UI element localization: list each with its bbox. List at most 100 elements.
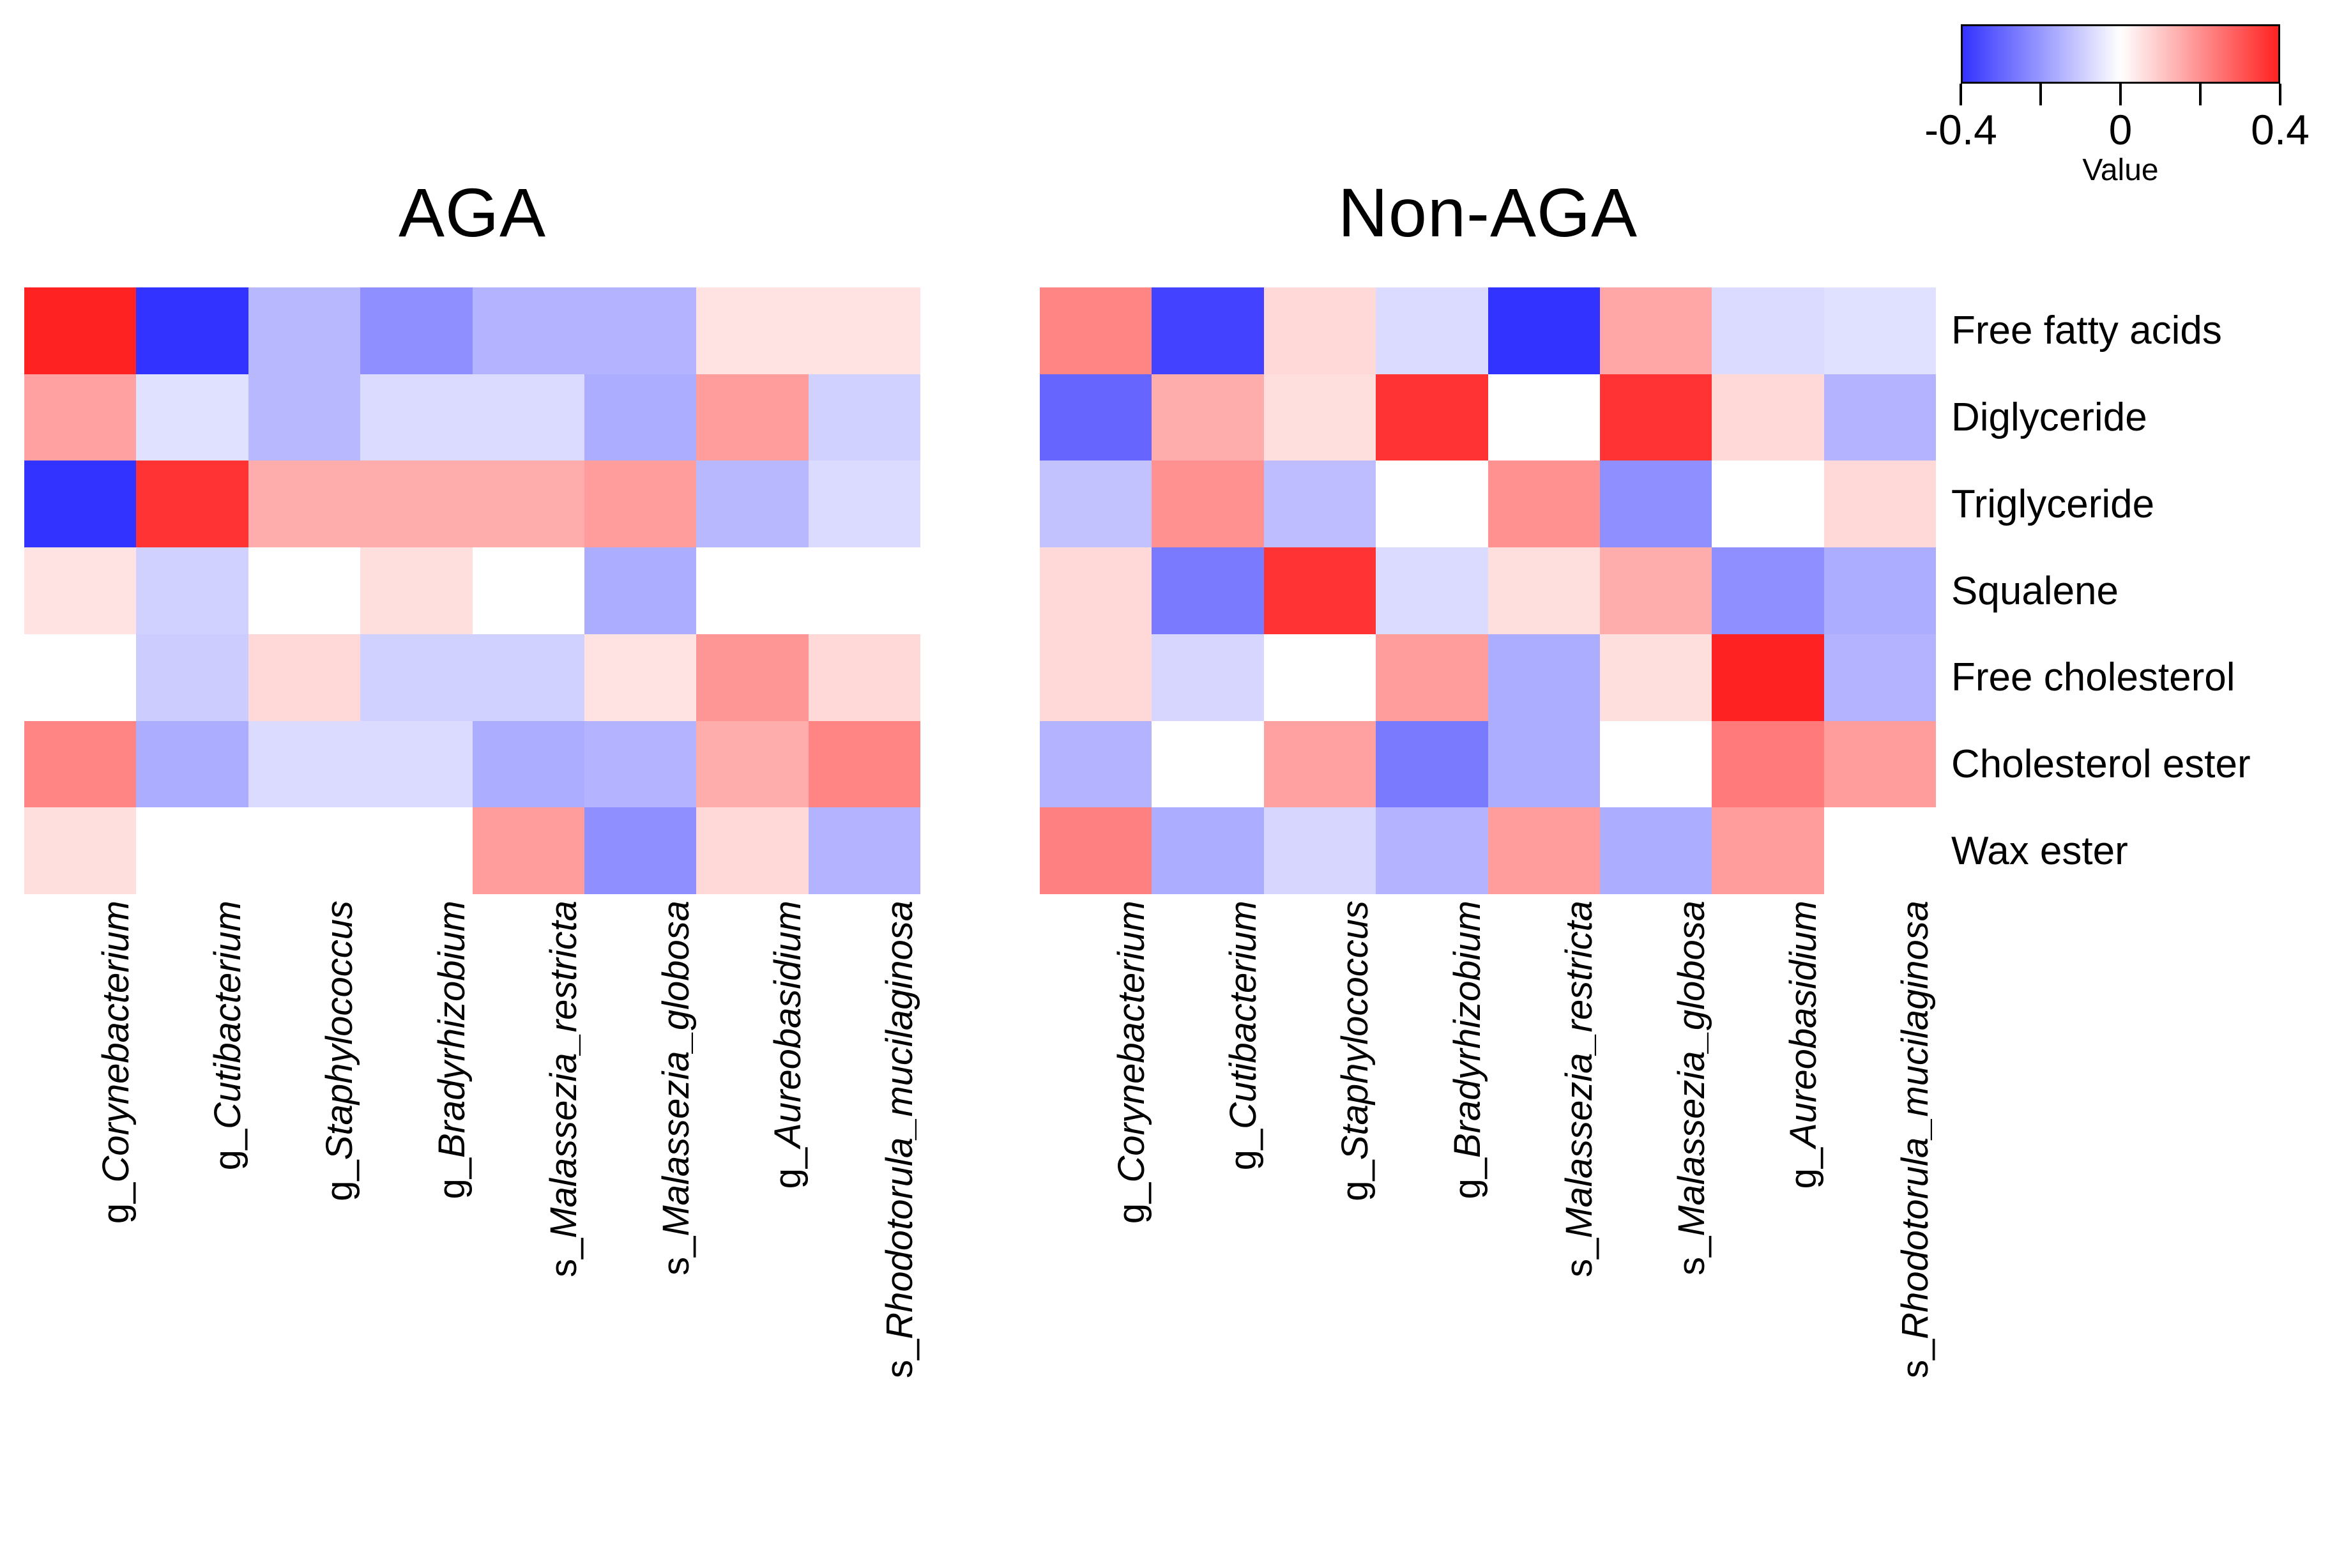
heatmap-cell: [1376, 807, 1488, 894]
column-label-0: g_Corynebacterium: [1110, 901, 1152, 1224]
heatmap-cell: [1823, 461, 1936, 548]
heatmap-cell: [1823, 634, 1936, 721]
heatmap-cell: [1488, 547, 1600, 634]
heatmap-cell: [248, 547, 361, 634]
heatmap-cell: [1376, 634, 1488, 721]
heatmap-cell: [584, 547, 697, 634]
heatmap-cell: [584, 461, 697, 548]
heatmap-cell: [1376, 461, 1488, 548]
heatmap-cell: [248, 720, 361, 808]
column-label-5: s_Malassezia_globosa: [655, 901, 697, 1275]
heatmap-cell: [1712, 287, 1824, 374]
column-label-7: s_Rhodotorula_mucilaginosa: [879, 901, 921, 1379]
heatmap-cell: [1376, 720, 1488, 808]
heatmap-cell: [1712, 461, 1824, 548]
heatmap-cell: [1599, 547, 1712, 634]
heatmap-cell: [1599, 720, 1712, 808]
heatmap-cell: [24, 634, 137, 721]
heatmap-cell: [360, 547, 473, 634]
colorbar-gradient: [1961, 24, 2280, 84]
colorbar-tick-label-0: -0.4: [1924, 106, 1997, 153]
row-label-3: Squalene: [1951, 568, 2119, 613]
heatmap-cell: [808, 547, 920, 634]
heatmap-cell: [696, 287, 809, 374]
heatmap-grid-aga: [24, 287, 920, 894]
column-label-3: g_Bradyrhizobium: [430, 901, 473, 1199]
column-label-6: g_Aureobasidium: [1782, 901, 1824, 1189]
row-label-6: Wax ester: [1951, 828, 2128, 873]
heatmap-cell: [1263, 720, 1376, 808]
heatmap-cell: [24, 547, 137, 634]
heatmap-cell: [24, 374, 137, 461]
heatmap-cell: [1488, 807, 1600, 894]
heatmap-cell: [1599, 634, 1712, 721]
heatmap-cell: [136, 720, 248, 808]
heatmap-cell: [1263, 287, 1376, 374]
column-label-prefix: s_: [543, 1238, 585, 1277]
heatmap-cell: [472, 807, 584, 894]
heatmap-cell: [360, 461, 473, 548]
column-label-6: g_Aureobasidium: [766, 901, 809, 1189]
column-label-prefix: g_: [430, 1157, 473, 1199]
heatmap-panel-nonaga: Non-AGA: [1040, 174, 1936, 894]
heatmap-cell: [1376, 374, 1488, 461]
column-label-prefix: g_: [1222, 1129, 1265, 1171]
heatmap-cell: [1599, 374, 1712, 461]
heatmap-cell: [248, 461, 361, 548]
heatmap-cell: [808, 720, 920, 808]
heatmap-cell: [696, 461, 809, 548]
heatmap-cell: [472, 287, 584, 374]
heatmap-cell: [248, 807, 361, 894]
heatmap-cell: [1712, 807, 1824, 894]
heatmap-cell: [1040, 807, 1152, 894]
heatmap-cell: [360, 287, 473, 374]
heatmap-cell: [584, 374, 697, 461]
heatmap-cell: [696, 374, 809, 461]
heatmap-cell: [1152, 720, 1264, 808]
heatmap-cell: [1376, 547, 1488, 634]
colorbar-tick-1: [2039, 84, 2042, 105]
heatmap-cell: [360, 374, 473, 461]
heatmap-cell: [1263, 634, 1376, 721]
column-label-2: g_Staphylococcus: [1334, 901, 1376, 1201]
heatmap-cell: [1712, 374, 1824, 461]
heatmap-cell: [1263, 461, 1376, 548]
column-label-3: g_Bradyrhizobium: [1446, 901, 1488, 1199]
heatmap-cell: [472, 547, 584, 634]
column-label-1: g_Cutibacterium: [1222, 901, 1265, 1171]
column-label-prefix: s_: [1558, 1238, 1601, 1277]
column-label-4: s_Malassezia_restricta: [543, 901, 585, 1277]
column-label-prefix: s_: [1894, 1339, 1937, 1379]
column-label-0: g_Corynebacterium: [95, 901, 137, 1224]
heatmap-cell: [584, 807, 697, 894]
column-label-prefix: g_: [1782, 1147, 1824, 1189]
column-label-prefix: g_: [207, 1129, 249, 1171]
column-label-1: g_Cutibacterium: [207, 901, 249, 1171]
heatmap-cell: [1152, 807, 1264, 894]
heatmap-cell: [1823, 807, 1936, 894]
heatmap-cell: [1040, 374, 1152, 461]
colorbar-tick-label-4: 0.4: [2251, 106, 2310, 153]
heatmap-cell: [248, 634, 361, 721]
heatmap-cell: [1152, 374, 1264, 461]
heatmap-cell: [1263, 374, 1376, 461]
heatmap-cell: [1599, 461, 1712, 548]
heatmap-cell: [1488, 720, 1600, 808]
heatmap-cell: [696, 720, 809, 808]
heatmap-cell: [1488, 634, 1600, 721]
column-label-4: s_Malassezia_restricta: [1558, 901, 1601, 1277]
heatmap-cell: [1040, 634, 1152, 721]
panel-title-nonaga: Non-AGA: [1337, 174, 1638, 251]
colorbar-tick-3: [2199, 84, 2202, 105]
column-label-prefix: g_: [1110, 1182, 1152, 1224]
column-label-prefix: g_: [95, 1182, 137, 1224]
heatmap-cell: [1040, 720, 1152, 808]
heatmap-cell: [1823, 720, 1936, 808]
heatmap-cell: [136, 634, 248, 721]
heatmap-cell: [1263, 547, 1376, 634]
heatmap-cell: [1488, 374, 1600, 461]
heatmap-cell: [136, 547, 248, 634]
column-label-prefix: g_: [1334, 1160, 1376, 1201]
heatmap-cell: [472, 374, 584, 461]
